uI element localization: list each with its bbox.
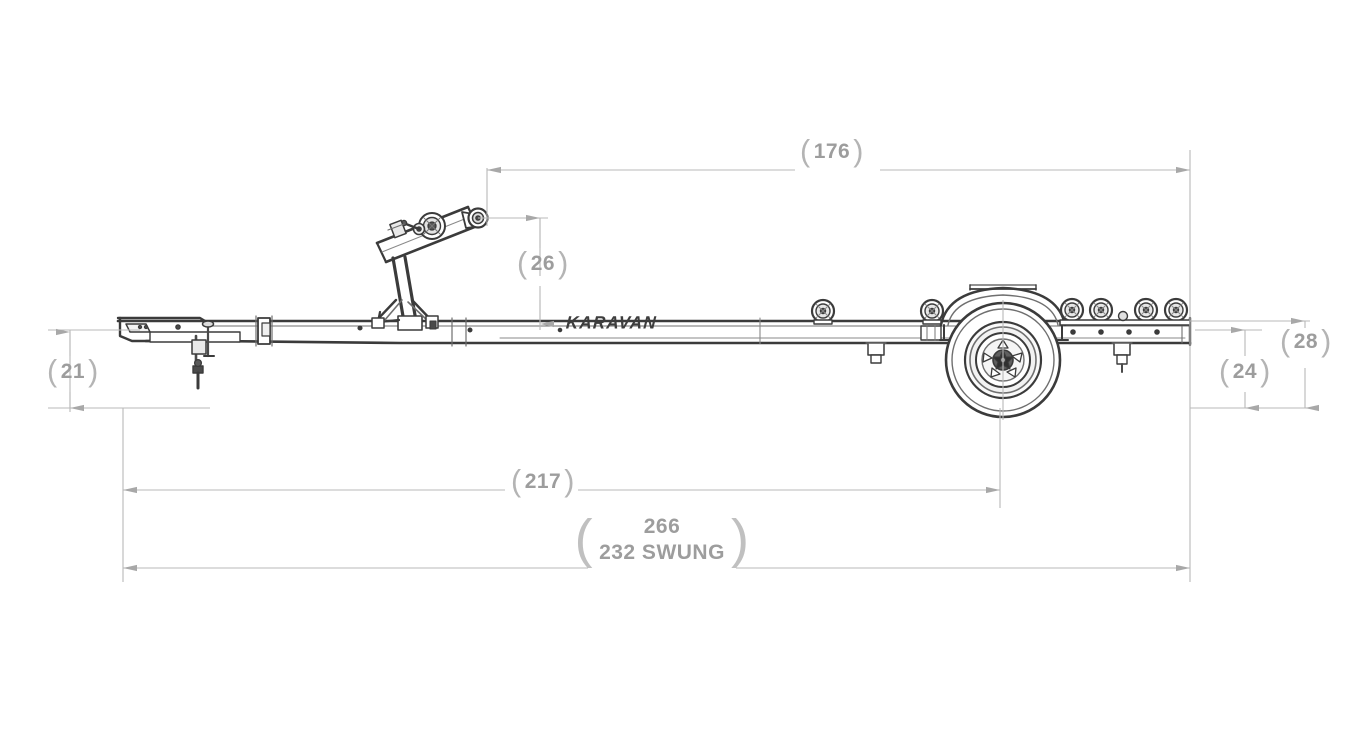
dimension-value-232-swung: 232 SWUNG xyxy=(599,541,725,564)
light-bracket xyxy=(1111,342,1133,373)
dimension-label-21: (21) xyxy=(44,356,102,386)
paren-close-icon: ) xyxy=(1321,324,1332,359)
dimension-value-266: 266 xyxy=(643,515,681,538)
dimension-label-24: (24) xyxy=(1216,356,1274,386)
paren-open-icon: ( xyxy=(1219,354,1230,389)
keel-roller-1 xyxy=(810,298,836,325)
paren-close-icon: ) xyxy=(88,354,99,389)
paren-open-icon: ( xyxy=(574,509,594,569)
frame-splice xyxy=(451,317,761,347)
keel-roller-2 xyxy=(919,298,945,341)
dimension-label-28: (28) xyxy=(1277,326,1335,356)
dimension-stack: 266 232 SWUNG xyxy=(599,514,725,566)
dimension-label-217: (217) xyxy=(508,466,578,496)
dimension-value-24: 24 xyxy=(1232,360,1258,383)
mid-bracket xyxy=(865,342,887,364)
winch-stand xyxy=(371,255,439,331)
dimension-value-26: 26 xyxy=(530,252,556,275)
paren-open-icon: ( xyxy=(800,134,811,169)
dimension-value-28: 28 xyxy=(1293,330,1319,353)
dimension-label-266-group: ( 266 232 SWUNG ) xyxy=(575,512,749,566)
paren-close-icon: ) xyxy=(558,246,569,281)
tongue-bracket xyxy=(255,315,363,347)
brand-logo: KARAVAN xyxy=(565,312,658,333)
paren-close-icon: ) xyxy=(853,134,864,169)
paren-close-icon: ) xyxy=(730,509,750,569)
dimension-label-26: (26) xyxy=(514,248,572,278)
tongue-jack xyxy=(191,320,215,390)
paren-open-icon: ( xyxy=(1280,324,1291,359)
rear-rollers xyxy=(1059,297,1191,335)
dimension-value-21: 21 xyxy=(60,360,86,383)
paren-close-icon: ) xyxy=(564,464,575,499)
fender xyxy=(939,284,1069,341)
paren-open-icon: ( xyxy=(47,354,58,389)
paren-open-icon: ( xyxy=(517,246,528,281)
dimension-value-176: 176 xyxy=(813,140,851,163)
paren-open-icon: ( xyxy=(511,464,522,499)
dimension-value-217: 217 xyxy=(524,470,562,493)
winch xyxy=(375,205,479,264)
paren-close-icon: ) xyxy=(1260,354,1271,389)
dimension-label-176: (176) xyxy=(797,136,867,166)
